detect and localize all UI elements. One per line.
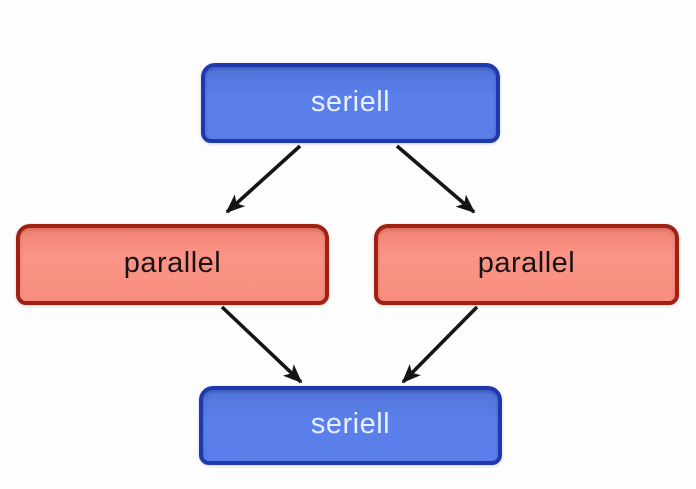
node-seriell-top: seriell (201, 63, 500, 143)
node-parallel-right: parallel (374, 224, 679, 305)
node-seriell-bottom: seriell (199, 386, 502, 465)
arrow-parallel-right-to-seriell-bottom (401, 305, 479, 384)
node-seriell-top-label: seriell (310, 85, 391, 118)
node-parallel-left-label: parallel (123, 247, 222, 279)
node-parallel-left: parallel (16, 224, 329, 305)
node-seriell-bottom-label: seriell (310, 408, 391, 440)
arrow-parallel-left-to-seriell-bottom (220, 305, 303, 384)
arrow-seriell-top-to-parallel-left (225, 144, 302, 214)
node-parallel-right-label: parallel (477, 247, 576, 279)
arrow-seriell-top-to-parallel-right (395, 144, 476, 214)
